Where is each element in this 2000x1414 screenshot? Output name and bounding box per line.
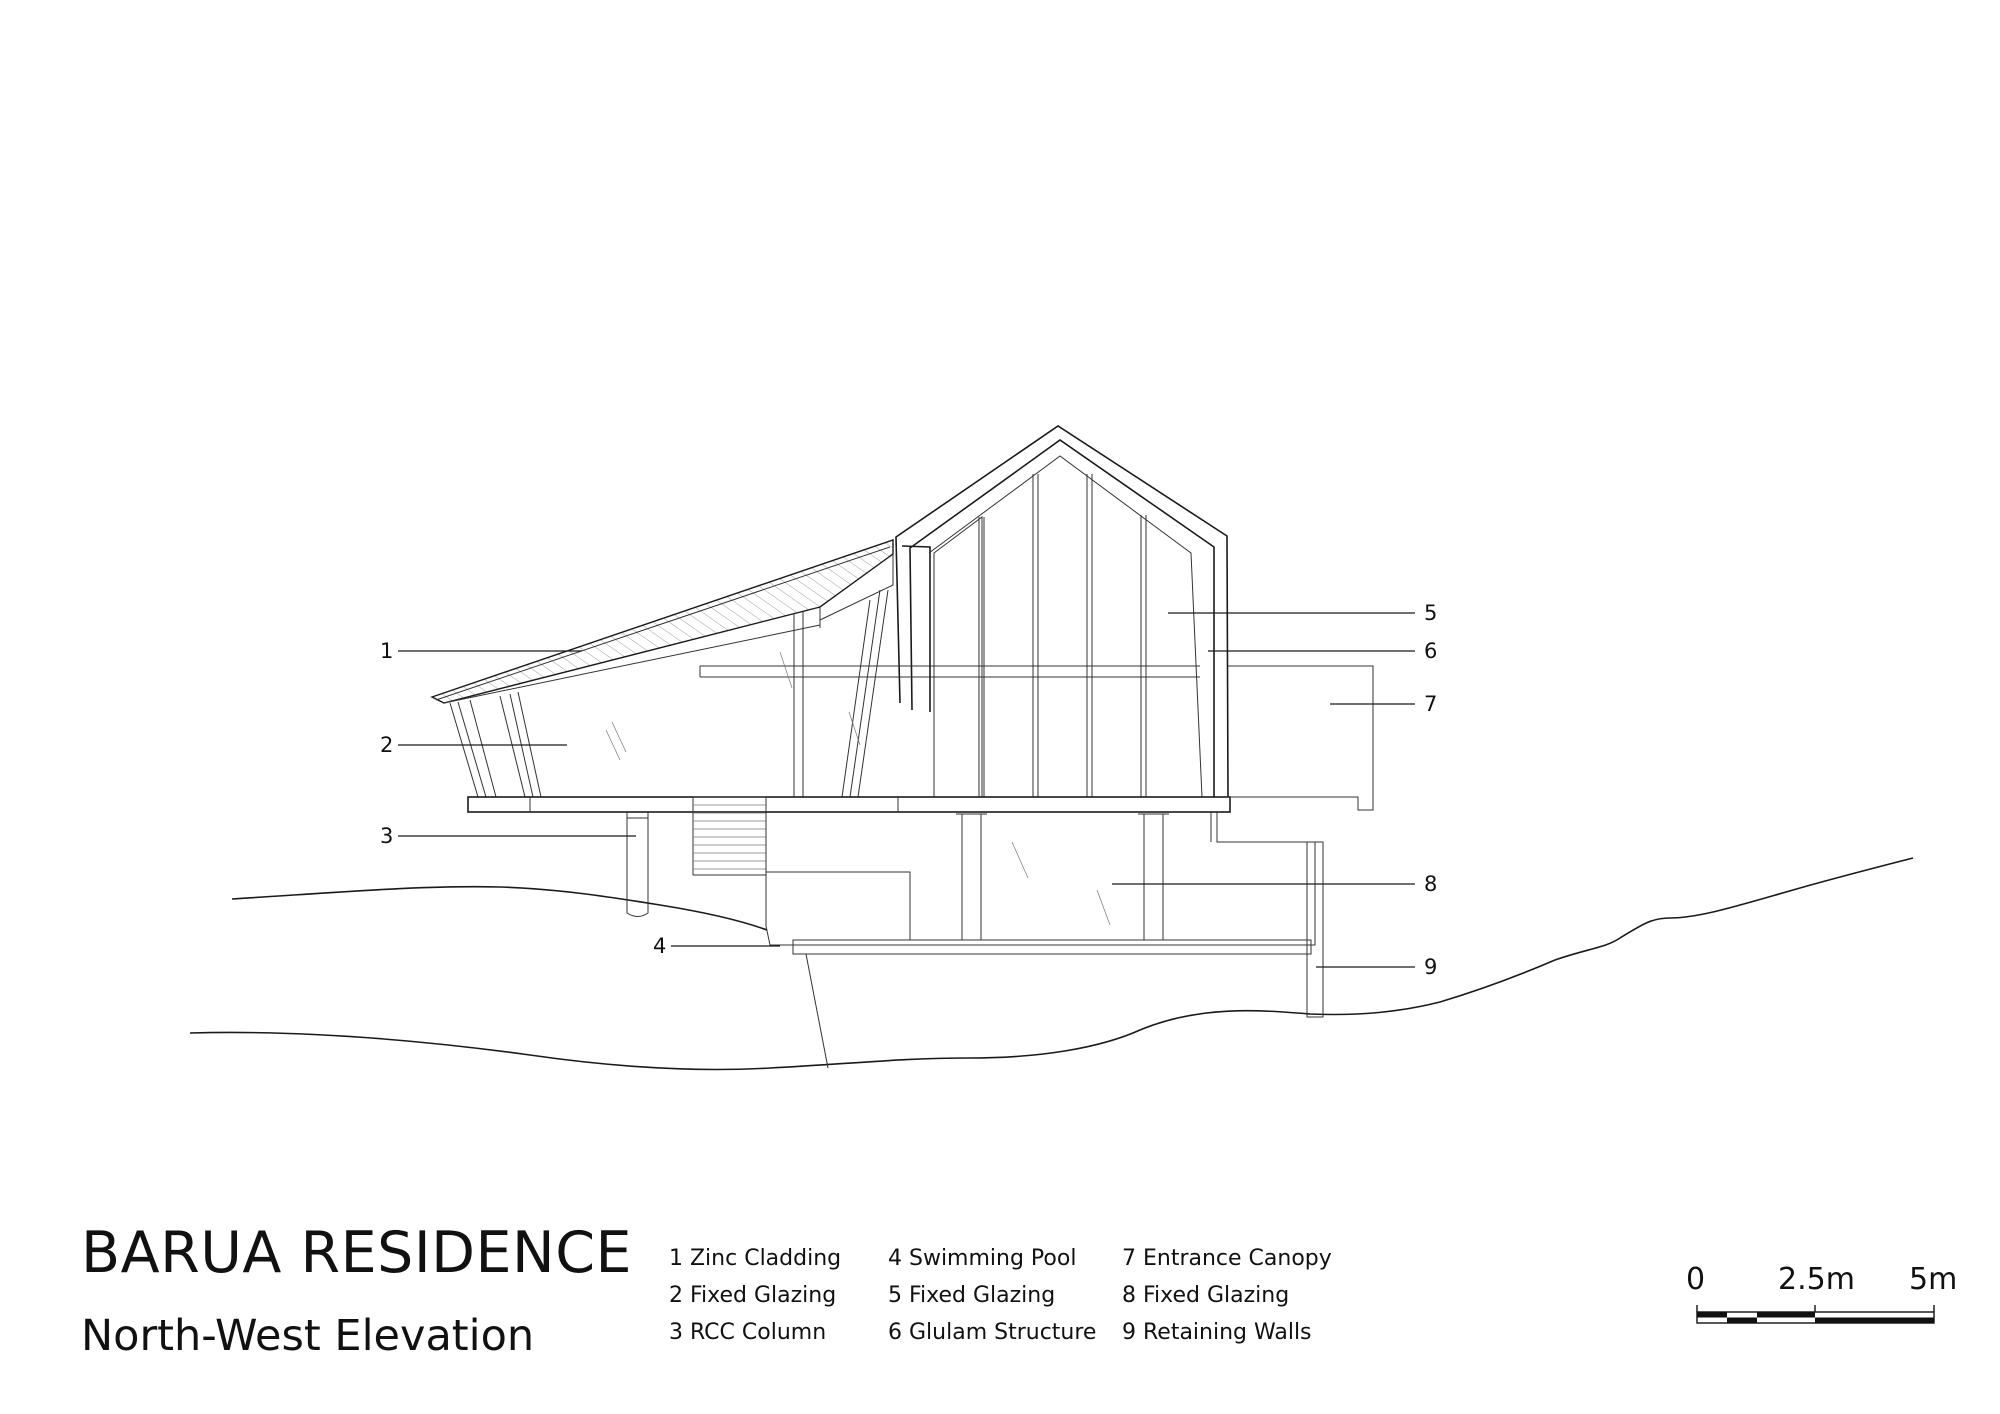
- legend-column-3: 7 Entrance Canopy 8 Fixed Glazing 9 Reta…: [1122, 1240, 1332, 1351]
- callout-2: 2: [380, 733, 567, 757]
- callout-7: 7: [1330, 692, 1437, 716]
- callout-1: 1: [380, 639, 582, 663]
- callout-1-label: 1: [380, 639, 393, 663]
- scale-label-zero: 0: [1686, 1262, 1706, 1297]
- floor-slab: [467, 665, 1374, 813]
- callout-4-label: 4: [653, 934, 666, 958]
- project-title: BARUA RESIDENCE: [81, 1220, 633, 1286]
- scale-label-mid: 2.5m: [1778, 1262, 1855, 1297]
- lower-level: [765, 812, 1324, 1069]
- scale-bar: [1696, 1305, 1935, 1324]
- legend-item: 2 Fixed Glazing: [669, 1283, 837, 1308]
- terrain: [189, 857, 1914, 1071]
- callout-6: 6: [1208, 639, 1437, 663]
- callout-4: 4: [653, 934, 780, 958]
- legend-column-1: 1 Zinc Cladding 2 Fixed Glazing 3 RCC Co…: [669, 1240, 841, 1351]
- callout-9: 9: [1316, 955, 1437, 979]
- callout-8: 8: [1112, 872, 1437, 896]
- callout-8-label: 8: [1424, 872, 1437, 896]
- scale-label-end: 5m: [1909, 1262, 1958, 1297]
- legend-column-2: 4 Swimming Pool 5 Fixed Glazing 6 Glulam…: [888, 1240, 1096, 1351]
- drawing-subtitle: North-West Elevation: [81, 1311, 535, 1361]
- callout-7-label: 7: [1424, 692, 1437, 716]
- legend-item: 1 Zinc Cladding: [669, 1246, 842, 1271]
- stair: [692, 796, 767, 876]
- legend-item: 5 Fixed Glazing: [888, 1283, 1056, 1308]
- callout-3: 3: [380, 824, 636, 848]
- legend-item: 6 Glulam Structure: [888, 1320, 1097, 1345]
- callout-5: 5: [1168, 601, 1437, 625]
- callout-9-label: 9: [1424, 955, 1437, 979]
- legend-item: 7 Entrance Canopy: [1122, 1246, 1332, 1271]
- legend-item: 8 Fixed Glazing: [1122, 1283, 1290, 1308]
- legend-item: 4 Swimming Pool: [888, 1246, 1077, 1271]
- legend-item: 3 RCC Column: [669, 1320, 827, 1345]
- glazing-mullions: [978, 474, 1147, 797]
- callout-2-label: 2: [380, 733, 393, 757]
- callout-6-label: 6: [1424, 639, 1437, 663]
- left-wing: [430, 539, 894, 798]
- rcc-column: [626, 812, 649, 917]
- callout-3-label: 3: [380, 824, 393, 848]
- gable-volume: [699, 425, 1229, 798]
- legend-item: 9 Retaining Walls: [1122, 1320, 1312, 1345]
- callout-5-label: 5: [1424, 601, 1437, 625]
- callouts: 1 2 3 4 5 6 7 8: [380, 601, 1437, 979]
